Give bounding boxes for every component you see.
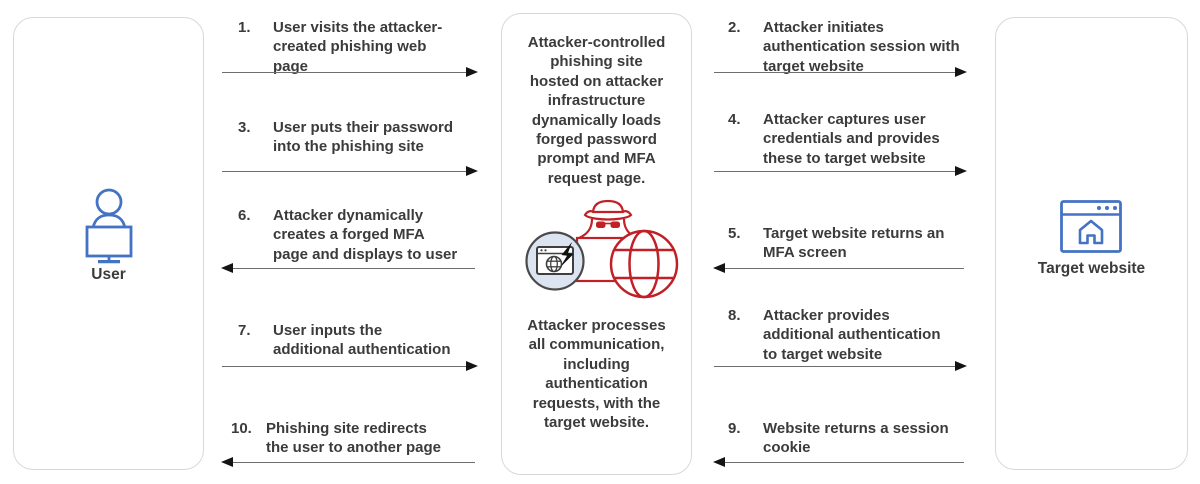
step-5-arrow-left: [713, 263, 966, 275]
step-4-text: Attacker captures user credentials and p…: [763, 111, 940, 167]
phishing-site-description-bottom: Attacker processes all communication, in…: [527, 317, 666, 432]
arrow-head-icon: [955, 361, 967, 371]
arrow-head-icon: [713, 263, 725, 273]
step-8-number: 8.: [728, 307, 741, 324]
phishing-site-icon: [524, 198, 686, 300]
arrow-head-icon: [466, 166, 478, 176]
step-7: 7. User inputs the additional authentica…: [238, 321, 478, 360]
step-9-text: Website returns a session cookie: [763, 420, 949, 457]
arrow-line: [714, 171, 964, 173]
step-10: 10. Phishing site redirects the user to …: [231, 419, 478, 458]
step-9-arrow-left: [713, 457, 966, 469]
step-7-text: User inputs the additional authenticatio…: [273, 322, 451, 359]
step-5-text: Target website returns an MFA screen: [763, 225, 945, 262]
user-icon: [73, 187, 143, 265]
arrow-line: [222, 171, 475, 173]
arrow-head-icon: [713, 457, 725, 467]
target-website-icon: [1060, 200, 1122, 253]
step-7-arrow-right: [220, 361, 478, 373]
step-4-arrow-right: [712, 166, 967, 178]
step-7-number: 7.: [238, 322, 251, 339]
step-2-number: 2.: [728, 19, 741, 36]
step-6-arrow-left: [221, 263, 477, 275]
step-3: 3. User puts their password into the phi…: [238, 118, 478, 157]
step-2-arrow-right: [712, 67, 967, 79]
step-3-number: 3.: [238, 119, 251, 136]
step-1-number: 1.: [238, 19, 251, 36]
arrow-line: [714, 366, 964, 368]
arrow-line: [224, 462, 475, 464]
step-8-arrow-right: [712, 361, 967, 373]
arrow-line: [222, 366, 475, 368]
arrow-head-icon: [466, 67, 478, 77]
step-1-text: User visits the attacker- created phishi…: [273, 19, 443, 75]
step-6-text: Attacker dynamically creates a forged MF…: [273, 207, 458, 263]
arrow-line: [222, 72, 475, 74]
step-9-number: 9.: [728, 420, 741, 437]
step-8-text: Attacker provides additional authenticat…: [763, 307, 941, 363]
step-3-arrow-right: [220, 166, 478, 178]
step-2-text: Attacker initiates authentication sessio…: [763, 19, 960, 75]
arrow-head-icon: [466, 361, 478, 371]
target-website-box: [995, 17, 1188, 470]
step-9: 9. Website returns a session cookie: [728, 419, 978, 458]
user-label: User: [91, 266, 126, 283]
step-5-number: 5.: [728, 225, 741, 242]
arrow-line: [716, 268, 964, 270]
arrow-line: [716, 462, 964, 464]
step-10-text: Phishing site redirects the user to anot…: [266, 420, 442, 457]
step-1: 1. User visits the attacker- created phi…: [238, 18, 478, 76]
step-6-number: 6.: [238, 207, 251, 224]
target-website-label: Target website: [1037, 260, 1146, 277]
step-6: 6. Attacker dynamically creates a forged…: [238, 206, 478, 264]
step-4-number: 4.: [728, 111, 741, 128]
step-4: 4. Attacker captures user credentials an…: [728, 110, 978, 168]
arrow-head-icon: [221, 457, 233, 467]
arrow-head-icon: [955, 166, 967, 176]
arrow-head-icon: [221, 263, 233, 273]
step-8: 8. Attacker provides additional authenti…: [728, 306, 978, 364]
step-10-number: 10.: [231, 420, 252, 437]
arrow-line: [714, 72, 964, 74]
step-2: 2. Attacker initiates authentication ses…: [728, 18, 978, 76]
arrow-head-icon: [955, 67, 967, 77]
step-5: 5. Target website returns an MFA screen: [728, 224, 978, 263]
phishing-site-description-top: Attacker-controlled phishing site hosted…: [527, 34, 666, 187]
arrow-line: [224, 268, 475, 270]
step-10-arrow-left: [221, 457, 477, 469]
step-1-arrow-right: [220, 67, 478, 79]
step-3-text: User puts their password into the phishi…: [273, 119, 454, 156]
